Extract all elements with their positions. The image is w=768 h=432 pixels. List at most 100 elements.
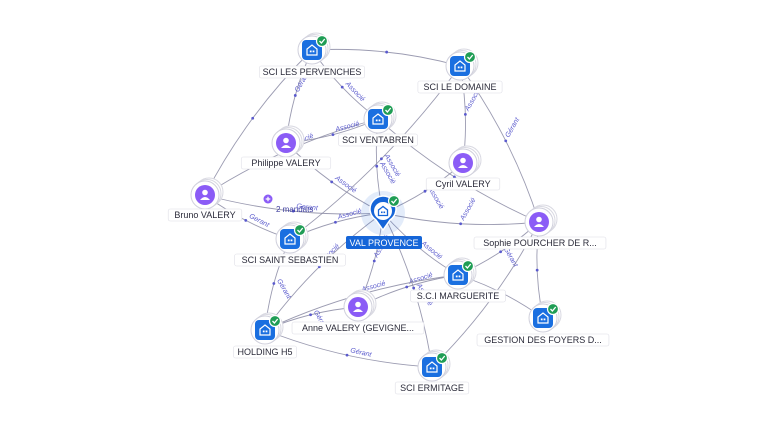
edge-label: Gerant (296, 203, 319, 212)
building-icon (377, 205, 389, 217)
edge-arrow-icon (293, 94, 297, 97)
edge-arrow-icon (272, 282, 276, 285)
center-label-bg (346, 236, 422, 249)
center-node[interactable]: VAL PROVENCE (346, 191, 422, 249)
person-icon (200, 189, 210, 200)
graph-node-sci-le-domaine[interactable]: SCI LE DOMAINE (417, 48, 503, 94)
building-icon (372, 113, 384, 125)
graph-node-sci-marguerite[interactable]: S.C.I MARGUERITE (410, 257, 506, 303)
graph-node-bruno-valery[interactable]: Bruno VALERY (167, 177, 243, 222)
node-label: SCI SAINT SEBASTIEN (234, 253, 346, 267)
edge-label: Gérant (275, 278, 292, 301)
edge-arrow-icon (340, 85, 344, 89)
node-label: SCI ERMITAGE (394, 381, 470, 395)
check-icon (387, 194, 401, 208)
edge-arrow-icon (412, 286, 416, 290)
graph-node-sci-ventabren[interactable]: SCI VENTABREN (338, 101, 418, 147)
edge-arrow-icon (380, 157, 383, 161)
node-label: Bruno VALERY (167, 208, 243, 222)
check-icon (435, 351, 449, 365)
edge-arrow-icon (372, 259, 376, 263)
edge-arrow-icon (463, 112, 467, 116)
edge-label: Gérant (350, 347, 373, 359)
check-icon (293, 223, 307, 237)
edge-arrow-icon (452, 175, 456, 179)
check-icon (381, 103, 395, 117)
edge-label: Associé (333, 174, 358, 195)
edge-arrow-icon (405, 285, 409, 289)
edge-arrow-icon (459, 222, 463, 226)
check-icon (463, 50, 477, 64)
mandats-label: 2 mandats (276, 205, 313, 214)
check-icon (268, 314, 282, 328)
node-label: Sophie POURCHER DE R... (473, 236, 607, 250)
edge-arrow-icon (499, 250, 503, 254)
building-icon (306, 44, 318, 56)
node-label: HOLDING H5 (233, 345, 297, 359)
edge-label: Associé (334, 121, 361, 134)
node-label-text: GESTION DES FOYERS D... (484, 335, 602, 345)
node-label: GESTION DES FOYERS D... (476, 333, 610, 347)
edge-arrow-icon (251, 116, 255, 120)
node-label-text: Philippe VALERY (251, 158, 320, 168)
node-label-text: SCI LES PERVENCHES (263, 67, 362, 77)
edge: Gerant (204, 194, 384, 215)
graph-node-sophie-pourcher[interactable]: Sophie POURCHER DE R... (473, 204, 607, 250)
graph-node-sci-ermitage[interactable]: SCI ERMITAGE (394, 349, 470, 395)
edge-arrow-icon (244, 219, 248, 222)
edge-arrow-icon (375, 164, 379, 168)
mandats-badge[interactable]: 2 mandats (263, 194, 314, 215)
check-icon (461, 259, 475, 273)
edge-arrow-icon (330, 180, 334, 184)
edge-arrow-icon (331, 133, 335, 137)
edge-label: Associé (336, 208, 363, 222)
edge-arrow-icon (309, 313, 312, 317)
edge-arrow-icon (291, 209, 295, 213)
graph-node-cyril-valery[interactable]: Cyril VALERY (425, 145, 501, 191)
graph-node-gestion-foyers[interactable]: GESTION DES FOYERS D... (476, 300, 610, 347)
edge-arrow-icon (535, 268, 539, 272)
person-icon (281, 137, 291, 148)
node-label-text: Cyril VALERY (435, 179, 490, 189)
building-icon (537, 312, 549, 324)
center-label: VAL PROVENCE (349, 238, 418, 248)
node-label-text: Anne VALERY (GEVIGNE... (302, 323, 414, 333)
node-label: SCI LES PERVENCHES (258, 65, 365, 79)
node-label-text: SCI LE DOMAINE (423, 82, 496, 92)
edge-arrow-icon (345, 353, 349, 357)
building-icon (454, 60, 466, 72)
graph-node-anne-valery[interactable]: Anne VALERY (GEVIGNE... (291, 289, 425, 335)
node-label: Philippe VALERY (240, 156, 332, 170)
person-icon (458, 157, 468, 168)
person-icon (534, 216, 544, 227)
graph-node-sci-saint-sebastien[interactable]: SCI SAINT SEBASTIEN (234, 221, 346, 267)
person-icon (353, 301, 363, 312)
edge-label: Gérant (502, 246, 519, 269)
node-label: Cyril VALERY (425, 177, 501, 191)
edge (204, 49, 313, 196)
building-icon (259, 324, 271, 336)
edge: Gérant (264, 329, 433, 368)
check-icon (315, 34, 329, 48)
plus-icon (263, 194, 273, 204)
node-label-text: S.C.I MARGUERITE (417, 291, 500, 301)
node-label-text: HOLDING H5 (237, 347, 292, 357)
edge-arrow-icon (423, 189, 427, 193)
edge-label: Associé (459, 197, 478, 223)
graph-node-sci-les-pervenches[interactable]: SCI LES PERVENCHES (258, 32, 365, 79)
edge-arrow-icon (504, 139, 508, 143)
graph-node-philippe-valery[interactable]: Philippe VALERY (240, 125, 332, 170)
edge-label: Gérant (504, 116, 521, 139)
check-icon (546, 302, 560, 316)
graph-node-holding-h5[interactable]: HOLDING H5 (233, 312, 297, 359)
edge-arrow-icon (334, 220, 337, 224)
node-label: Anne VALERY (GEVIGNE... (291, 321, 425, 335)
node-label: SCI VENTABREN (338, 133, 418, 147)
node-label: S.C.I MARGUERITE (410, 289, 506, 303)
edge-arrow-icon (385, 50, 389, 54)
node-label: SCI LE DOMAINE (417, 80, 503, 94)
node-label-text: SCI SAINT SEBASTIEN (242, 255, 339, 265)
building-icon (426, 361, 438, 373)
node-label-text: Bruno VALERY (174, 210, 235, 220)
